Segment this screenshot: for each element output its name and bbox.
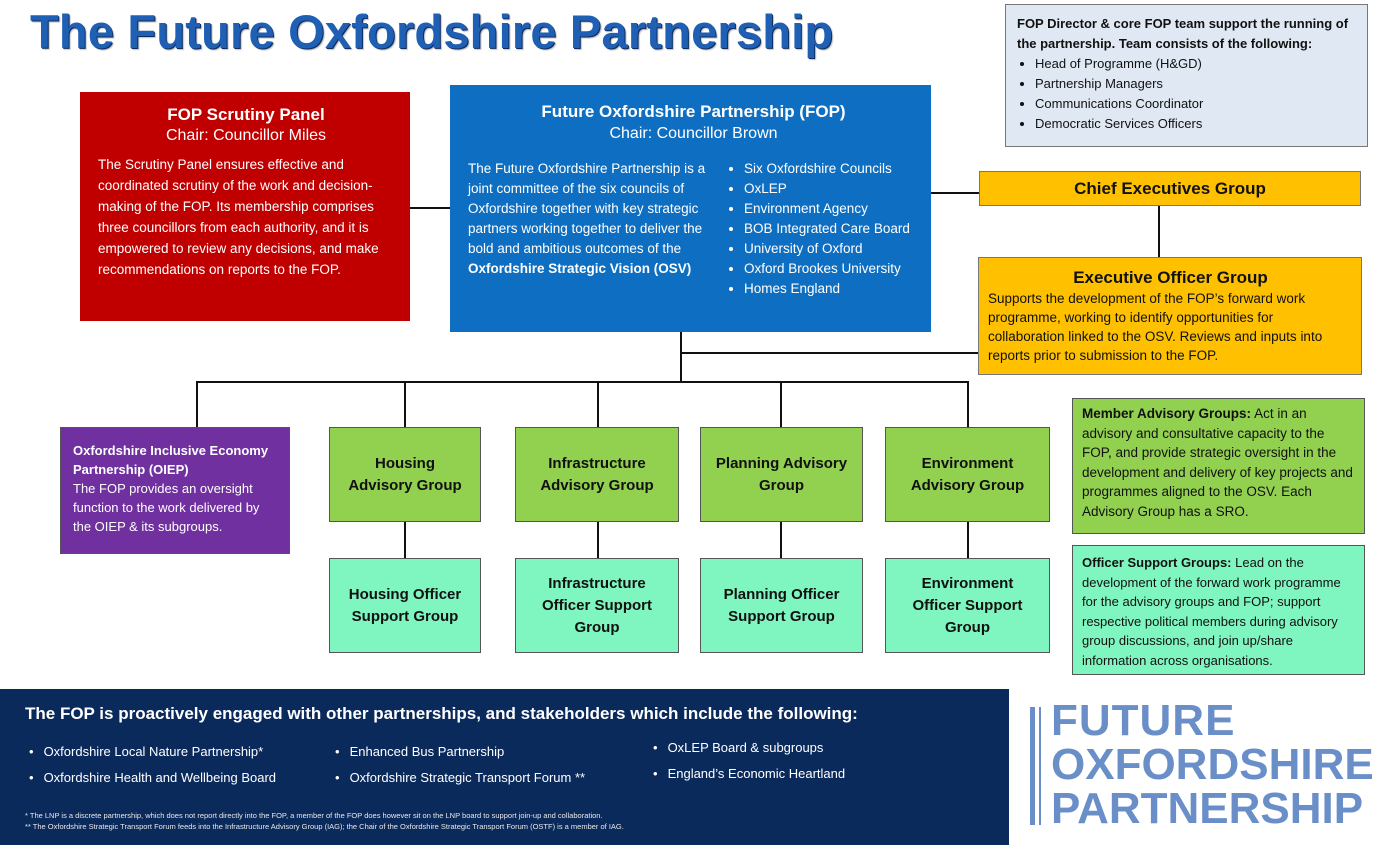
fop-member: Oxford Brookes University	[744, 259, 910, 279]
fop-member: Six Oxfordshire Councils	[744, 159, 910, 179]
officer-support-groups-note: Officer Support Groups: Lead on the deve…	[1072, 545, 1365, 675]
housing-officer-support-group: Housing Officer Support Group	[329, 558, 481, 653]
partnerships-heading: The FOP is proactively engaged with othe…	[25, 704, 858, 723]
infrastructure-advisory-group: Infrastructure Advisory Group	[515, 427, 679, 522]
fop-body: The Future Oxfordshire Partnership is a …	[468, 161, 706, 256]
partnership-item: Oxfordshire Strategic Transport Forum **	[335, 770, 586, 785]
group-label: Environment Officer Support Group	[912, 574, 1023, 636]
partnerships-panel: The FOP is proactively engaged with othe…	[0, 689, 1009, 845]
executive-officer-group: Executive Officer Group Supports the dev…	[978, 257, 1362, 375]
fop-member: Homes England	[744, 279, 910, 299]
partnership-item: England’s Economic Heartland	[653, 766, 846, 781]
member-advisory-body: Act in an advisory and consultative capa…	[1082, 406, 1353, 519]
core-team-box: FOP Director & core FOP team support the…	[1005, 4, 1368, 147]
planning-officer-support-group: Planning Officer Support Group	[700, 558, 863, 653]
logo-word: OXFORDSHIRE	[1051, 740, 1374, 789]
infrastructure-officer-support-group: Infrastructure Officer Support Group	[515, 558, 679, 653]
connector	[680, 332, 682, 382]
connector	[780, 522, 782, 558]
core-team-lead: FOP Director & core FOP team support the…	[1017, 16, 1349, 51]
group-label: Infrastructure Officer Support Group	[541, 574, 652, 636]
fop-member: Environment Agency	[744, 199, 910, 219]
connector	[931, 192, 979, 194]
connector	[681, 352, 978, 354]
fop-description: The Future Oxfordshire Partnership is a …	[468, 159, 708, 299]
oiep-box: Oxfordshire Inclusive Economy Partnershi…	[60, 427, 290, 554]
scrutiny-chair: Chair: Councillor Miles	[165, 127, 327, 144]
group-label: Housing Officer Support Group	[348, 585, 462, 625]
fop-member: BOB Integrated Care Board	[744, 219, 910, 239]
environment-officer-support-group: Environment Officer Support Group	[885, 558, 1050, 653]
officer-support-body: Lead on the development of the forward w…	[1082, 555, 1341, 668]
officer-support-title: Officer Support Groups:	[1082, 555, 1232, 570]
oiep-title: Oxfordshire Inclusive Economy Partnershi…	[73, 443, 269, 477]
chief-executives-group: Chief Executives Group	[979, 171, 1361, 206]
connector	[780, 381, 782, 427]
scrutiny-panel-box: FOP Scrutiny Panel Chair: Councillor Mil…	[80, 92, 410, 321]
exec-officer-title: Executive Officer Group	[1073, 268, 1268, 287]
housing-advisory-group: Housing Advisory Group	[329, 427, 481, 522]
core-team-item: Partnership Managers	[1035, 74, 1357, 94]
fop-body-bold: Oxfordshire Strategic Vision (OSV)	[468, 261, 692, 276]
member-advisory-title: Member Advisory Groups:	[1082, 406, 1252, 421]
fop-box: Future Oxfordshire Partnership (FOP) Cha…	[450, 85, 931, 332]
group-label: Environment Advisory Group	[910, 454, 1025, 494]
group-label: Planning Officer Support Group	[723, 585, 840, 625]
connector	[410, 207, 450, 209]
connector	[404, 522, 406, 558]
logo-word: FUTURE	[1051, 696, 1236, 745]
connector	[597, 522, 599, 558]
group-label: Infrastructure Advisory Group	[540, 454, 654, 494]
connector	[196, 381, 198, 427]
footnote-lnp: * The LNP is a discrete partnership, whi…	[25, 811, 603, 820]
logo-bar	[1039, 707, 1041, 825]
environment-advisory-group: Environment Advisory Group	[885, 427, 1050, 522]
partnership-item: Oxfordshire Health and Wellbeing Board	[29, 770, 276, 785]
planning-advisory-group: Planning Advisory Group	[700, 427, 863, 522]
logo-bar	[1030, 707, 1035, 825]
core-team-item: Head of Programme (H&GD)	[1035, 54, 1357, 74]
scrutiny-body: The Scrutiny Panel ensures effective and…	[98, 157, 379, 277]
fop-title: Future Oxfordshire Partnership (FOP)	[541, 102, 846, 121]
footnote-ostf: ** The Oxfordshire Strategic Transport F…	[25, 822, 624, 831]
connector	[1158, 206, 1160, 257]
logo-word: PARTNERSHIP	[1051, 784, 1364, 833]
fop-members-list: Six Oxfordshire Councils OxLEP Environme…	[726, 159, 910, 299]
fop-chair: Chair: Councillor Brown	[609, 125, 778, 142]
connector	[404, 381, 406, 427]
connector	[597, 381, 599, 427]
core-team-list: Head of Programme (H&GD) Partnership Man…	[1017, 54, 1357, 134]
partnership-item: Oxfordshire Local Nature Partnership*	[29, 744, 264, 759]
core-team-item: Democratic Services Officers	[1035, 114, 1357, 134]
core-team-item: Communications Coordinator	[1035, 94, 1357, 114]
fop-member: University of Oxford	[744, 239, 910, 259]
exec-officer-body: Supports the development of the FOP’s fo…	[988, 291, 1323, 363]
group-label: Housing Advisory Group	[348, 454, 462, 494]
oiep-body: The FOP provides an oversight function t…	[73, 481, 260, 534]
connector	[967, 522, 969, 558]
connector	[967, 381, 969, 427]
partnership-item: OxLEP Board & subgroups	[653, 740, 824, 755]
page-title: The Future Oxfordshire Partnership	[30, 5, 834, 58]
partnership-item: Enhanced Bus Partnership	[335, 744, 505, 759]
scrutiny-title: FOP Scrutiny Panel	[167, 105, 325, 124]
fop-logo: FUTURE OXFORDSHIRE PARTNERSHIP	[1022, 699, 1374, 833]
connector	[196, 381, 969, 383]
fop-member: OxLEP	[744, 179, 910, 199]
group-label: Planning Advisory Group	[715, 454, 848, 494]
member-advisory-groups-note: Member Advisory Groups: Act in an adviso…	[1072, 398, 1365, 534]
partnerships-list: Oxfordshire Local Nature Partnership* Ox…	[25, 725, 1009, 785]
